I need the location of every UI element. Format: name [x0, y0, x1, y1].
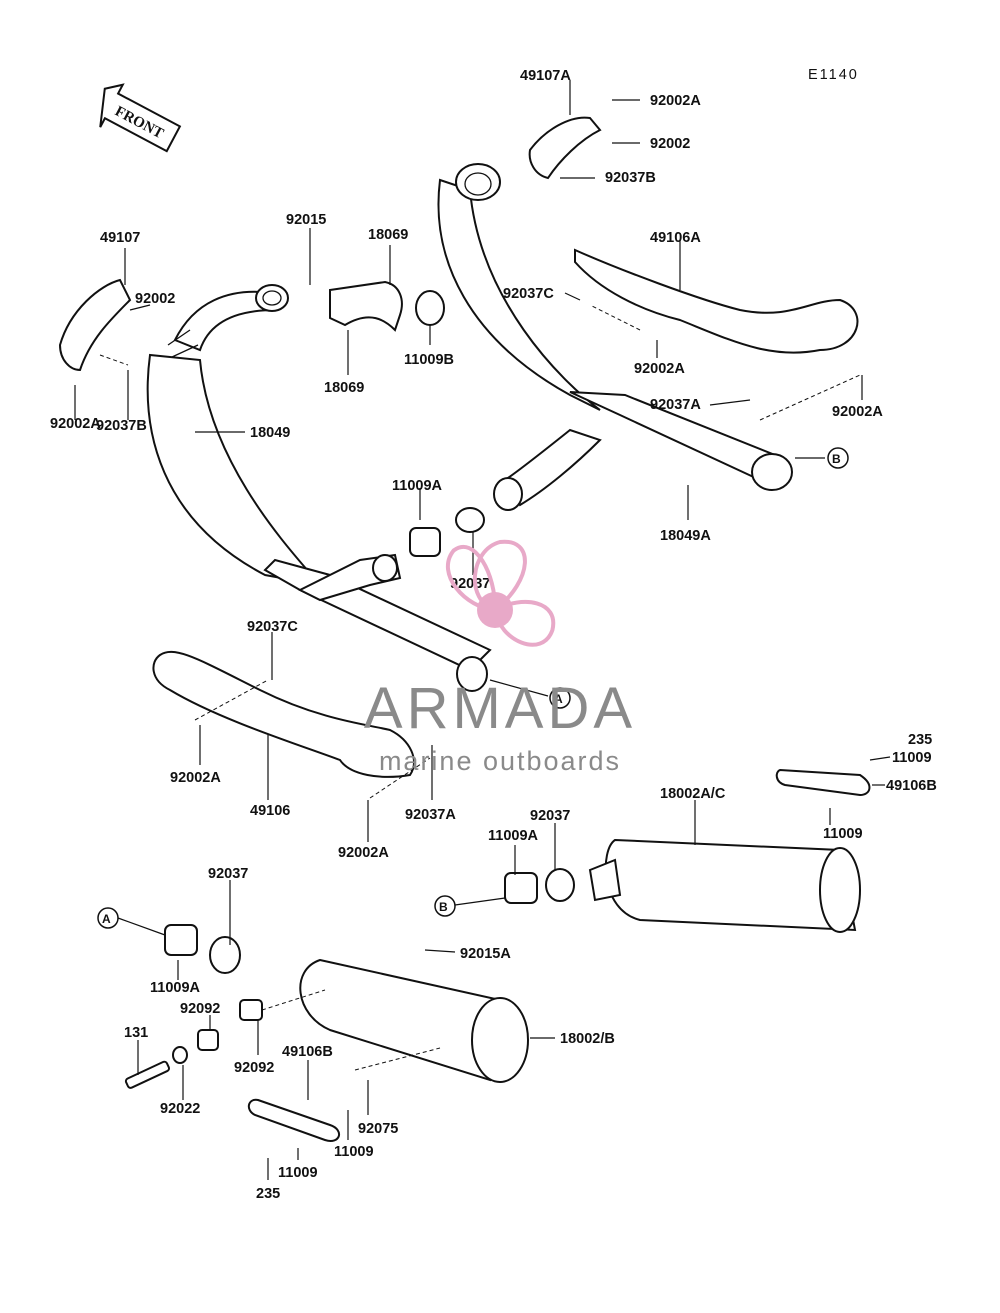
- part-label-92002a: 92002A: [634, 361, 685, 377]
- part-label-92037: 92037: [530, 808, 570, 824]
- part-label-92015a: 92015A: [460, 946, 511, 962]
- callout-B-top: B: [827, 447, 849, 469]
- part-label-92002a: 92002A: [338, 845, 389, 861]
- part-label-49107: 49107: [100, 230, 140, 246]
- part-labels: 49107A92002A9200292037B49107920151806992…: [50, 68, 937, 1202]
- gasket-11009B: [415, 290, 445, 326]
- part-label-92037c: 92037C: [247, 619, 298, 635]
- part-label-11009: 11009: [823, 826, 863, 842]
- heat-guard-49106: [152, 650, 415, 778]
- sleeve-11009A-left: [164, 924, 198, 956]
- sleeve-11009A-right: [504, 872, 538, 904]
- left-header-pipe: [146, 284, 492, 692]
- part-label-18049: 18049: [250, 425, 290, 441]
- part-label-92037a: 92037A: [405, 807, 456, 823]
- bracket-49106B-upper: [775, 768, 871, 797]
- bolt-131: [124, 1060, 170, 1089]
- part-label-92037c: 92037C: [503, 286, 554, 302]
- svg-text:B: B: [439, 900, 448, 914]
- part-label-11009: 11009: [334, 1144, 374, 1160]
- clamp-92037-left: [209, 936, 241, 974]
- part-label-92037b: 92037B: [96, 418, 147, 434]
- watermark-tagline: marine outboards: [379, 746, 621, 776]
- part-label-11009: 11009: [278, 1165, 318, 1181]
- part-label-92002: 92002: [135, 291, 175, 307]
- part-label-11009a: 11009A: [150, 980, 201, 996]
- part-label-49106a: 49106A: [650, 230, 701, 246]
- callout-A-bottom: A: [97, 907, 119, 929]
- part-label-18069: 18069: [324, 380, 364, 396]
- svg-text:A: A: [102, 912, 111, 926]
- part-label-92002a: 92002A: [832, 404, 883, 420]
- callout-A-top: A: [549, 687, 571, 709]
- heat-guard-49106A: [574, 248, 859, 354]
- muffler-18002AC: [588, 838, 861, 933]
- gasket-18069: [329, 280, 403, 332]
- clamp-92037-mid: [455, 507, 485, 533]
- svg-text:A: A: [554, 692, 563, 706]
- part-label-92092: 92092: [234, 1060, 274, 1076]
- part-label-18002a-c: 18002A/C: [660, 786, 726, 802]
- part-label-11009a: 11009A: [392, 478, 443, 494]
- heat-guard-49107A: [528, 116, 602, 180]
- front-arrow-icon: FRONT: [99, 83, 182, 153]
- sleeve-11009A-mid: [409, 527, 441, 557]
- part-label-49106b: 49106B: [886, 778, 937, 794]
- part-label-92037: 92037: [450, 576, 490, 592]
- washer-92022: [172, 1046, 188, 1064]
- part-label-11009b: 11009B: [404, 352, 454, 368]
- part-label-18049a: 18049A: [660, 528, 711, 544]
- part-label-131: 131: [124, 1025, 148, 1041]
- part-label-235: 235: [256, 1186, 280, 1202]
- part-label-11009a: 11009A: [488, 828, 539, 844]
- part-label-92002a: 92002A: [650, 93, 701, 109]
- part-label-92015: 92015: [286, 212, 326, 228]
- heat-guard-49107: [58, 278, 132, 372]
- watermark-brand: ARMADA: [364, 676, 636, 741]
- part-label-49106: 49106: [250, 803, 290, 819]
- leader-lines: [74, 80, 891, 1180]
- bracket-49106B-lower: [247, 1098, 340, 1142]
- part-label-235: 235: [908, 732, 932, 748]
- part-label-92037: 92037: [208, 866, 248, 882]
- part-label-92092: 92092: [180, 1001, 220, 1017]
- part-label-92002a: 92002A: [170, 770, 221, 786]
- part-label-92037a: 92037A: [650, 397, 701, 413]
- svg-text:B: B: [832, 452, 841, 466]
- part-label-49107a: 49107A: [520, 68, 571, 84]
- right-header-pipe: [437, 163, 793, 511]
- propeller-logo-icon: [446, 539, 556, 647]
- part-label-92002a: 92002A: [50, 416, 101, 432]
- part-label-49106b: 49106B: [282, 1044, 333, 1060]
- clamp-92037-right: [545, 868, 575, 902]
- part-label-92037b: 92037B: [605, 170, 656, 186]
- part-label-18069: 18069: [368, 227, 408, 243]
- muffler-18002B: [299, 958, 529, 1083]
- damper-92092-b: [239, 999, 263, 1021]
- part-label-92075: 92075: [358, 1121, 398, 1137]
- part-label-18002-b: 18002/B: [560, 1031, 615, 1047]
- diagram-code: E1140: [808, 67, 859, 83]
- part-label-92002: 92002: [650, 136, 690, 152]
- watermark: ARMADA marine outboards: [364, 539, 636, 776]
- callout-B-bottom: B: [434, 895, 456, 917]
- damper-92092-a: [197, 1029, 219, 1051]
- part-label-92022: 92022: [160, 1101, 200, 1117]
- part-label-11009: 11009: [892, 750, 932, 766]
